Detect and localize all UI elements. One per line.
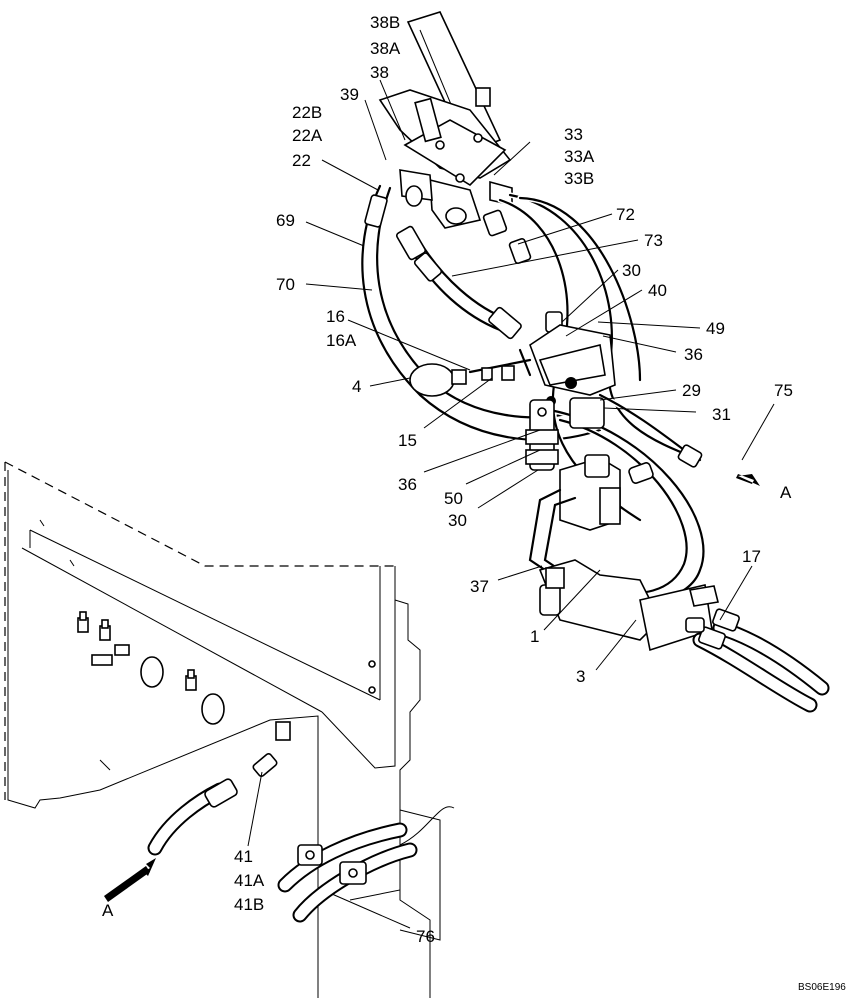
label-76: 76 <box>416 927 435 946</box>
label-40: 40 <box>648 281 667 300</box>
label-A-upper: A <box>780 483 792 502</box>
label-1: 1 <box>530 627 539 646</box>
label-39: 39 <box>340 85 359 104</box>
pilot-hose <box>147 721 291 856</box>
label-41B: 41B <box>234 895 264 914</box>
label-A-lower: A <box>102 901 114 920</box>
label-73: 73 <box>644 231 663 250</box>
label-30-upper: 30 <box>622 261 641 280</box>
foot-pedal <box>378 11 513 229</box>
label-50: 50 <box>444 489 463 508</box>
label-22A: 22A <box>292 126 323 145</box>
accumulator <box>409 363 515 397</box>
machine-chassis <box>4 461 441 998</box>
manifold-block <box>525 324 616 471</box>
label-49: 49 <box>706 319 725 338</box>
label-72: 72 <box>616 205 635 224</box>
label-22: 22 <box>292 151 311 170</box>
label-41A: 41A <box>234 871 265 890</box>
label-33A: 33A <box>564 147 595 166</box>
view-arrow-lower <box>104 858 156 898</box>
view-arrow-lower-body <box>104 866 150 902</box>
hose-fittings <box>364 194 703 484</box>
label-15: 15 <box>398 431 417 450</box>
view-arrow-upper <box>736 474 760 486</box>
label-69: 69 <box>276 211 295 230</box>
label-38A: 38A <box>370 39 401 58</box>
outlet-hoses <box>685 608 830 713</box>
label-4: 4 <box>352 377 361 396</box>
label-33B: 33B <box>564 169 594 188</box>
label-41: 41 <box>234 847 253 866</box>
label-38: 38 <box>370 63 389 82</box>
leader-lines <box>247 79 775 929</box>
label-30-lower: 30 <box>448 511 467 530</box>
label-16: 16 <box>326 307 345 326</box>
label-33: 33 <box>564 125 583 144</box>
label-70: 70 <box>276 275 295 294</box>
label-38B: 38B <box>370 13 400 32</box>
drawing-code: BS06E196 <box>798 982 846 993</box>
label-37: 37 <box>470 577 489 596</box>
label-16A: 16A <box>326 331 357 350</box>
label-36-upper: 36 <box>684 345 703 364</box>
label-36-lower: 36 <box>398 475 417 494</box>
label-3: 3 <box>576 667 585 686</box>
label-17: 17 <box>742 547 761 566</box>
label-75: 75 <box>774 381 793 400</box>
hose-clamp <box>277 806 455 923</box>
control-valve <box>528 454 719 652</box>
label-22B: 22B <box>292 103 322 122</box>
callout-labels: 38B 38A 38 39 22B 22A 22 33 33A 33B 69 7… <box>102 13 846 993</box>
label-31: 31 <box>712 405 731 424</box>
label-29: 29 <box>682 381 701 400</box>
